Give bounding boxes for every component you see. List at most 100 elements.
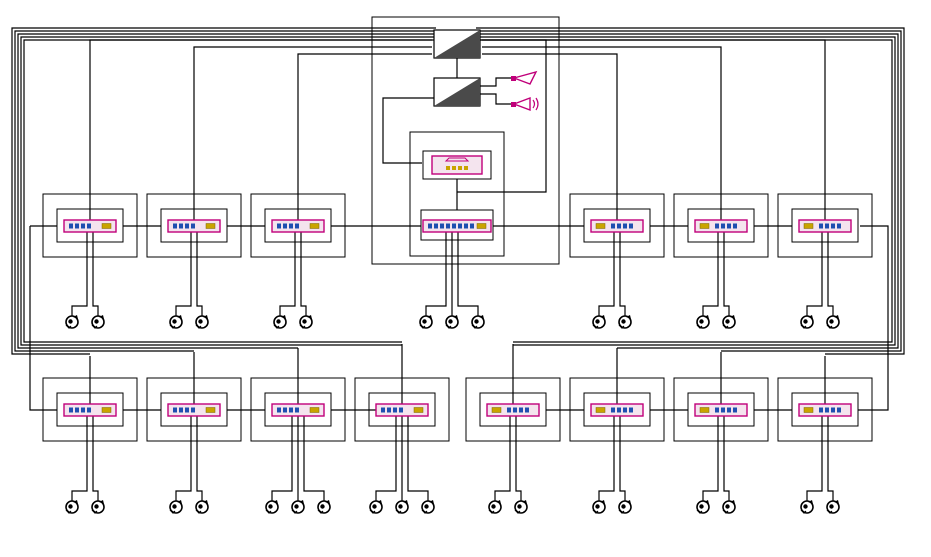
camera-icon — [265, 500, 279, 514]
camera-icon — [826, 315, 840, 329]
port — [399, 407, 403, 413]
port — [440, 223, 444, 229]
enclosure-inner — [583, 392, 651, 427]
enclosure-u1 — [42, 193, 138, 258]
alarm-light-icon — [511, 70, 538, 85]
fiber-uplink-u6 — [482, 46, 722, 220]
port — [283, 407, 287, 413]
uplink-port — [491, 407, 502, 413]
port — [513, 407, 517, 413]
uplink-port — [413, 407, 424, 413]
uplink-port — [699, 407, 710, 413]
port — [277, 223, 281, 229]
enclosure-inner — [264, 208, 332, 243]
lower-camera-drop — [196, 416, 203, 501]
uplink-port — [309, 407, 320, 413]
core-inner-enclosure — [409, 131, 505, 257]
port — [283, 223, 287, 229]
enclosure-inner — [479, 392, 547, 427]
port — [87, 407, 91, 413]
port — [87, 223, 91, 229]
enclosure-inner — [56, 392, 124, 427]
camera-icon — [369, 500, 383, 514]
port — [721, 407, 725, 413]
switch-u3 — [271, 219, 325, 233]
uplink-port — [205, 223, 216, 229]
core-cabinet — [371, 16, 560, 265]
port — [295, 407, 299, 413]
lower-camera-drop — [702, 416, 719, 501]
upper-camera-drop — [196, 232, 203, 316]
port — [458, 166, 462, 170]
port — [819, 407, 823, 413]
enclosure-l1 — [42, 377, 138, 442]
port — [629, 223, 633, 229]
port — [727, 223, 731, 229]
trunk-right — [476, 33, 899, 349]
enclosure-inner — [368, 392, 436, 427]
trunk-right — [476, 36, 896, 346]
enclosure-inner — [160, 208, 228, 243]
port — [446, 223, 450, 229]
enclosure-inner — [687, 208, 755, 243]
port — [629, 407, 633, 413]
media-converter-mid — [433, 77, 481, 107]
enclosure-inner — [264, 392, 332, 427]
upper-camera-drop — [92, 232, 99, 316]
lower-camera-drop — [271, 416, 293, 501]
enclosures — [42, 16, 873, 442]
port — [191, 223, 195, 229]
port — [831, 407, 835, 413]
port — [434, 223, 438, 229]
switch-l3 — [271, 403, 325, 417]
trunk-right — [476, 39, 893, 343]
port — [825, 407, 829, 413]
switch-l2 — [167, 403, 221, 417]
port — [464, 223, 468, 229]
camera-icon — [299, 315, 313, 329]
enclosure-l7 — [673, 377, 769, 442]
camera-icon — [722, 500, 736, 514]
switch-l4 — [375, 403, 429, 417]
lower-camera-drop — [92, 416, 99, 501]
lower-camera-drop — [407, 416, 429, 501]
enclosure-l4 — [354, 377, 450, 442]
fiber-uplink-u2 — [193, 46, 432, 220]
enclosure-l5 — [465, 377, 561, 442]
uplink-port — [595, 407, 606, 413]
uplink-port — [803, 223, 814, 229]
lower-camera-drop — [494, 416, 511, 501]
camera-icon — [592, 315, 606, 329]
camera-icon — [592, 500, 606, 514]
enclosure-u2 — [146, 193, 242, 258]
upper-camera-drop — [175, 232, 192, 316]
cable — [480, 77, 511, 87]
port — [289, 223, 293, 229]
camera-icon — [696, 500, 710, 514]
port — [470, 223, 474, 229]
lower-camera-drop — [598, 416, 615, 501]
lower-camera-drop — [71, 416, 88, 501]
camera-icon — [273, 315, 287, 329]
lower-camera-drop — [619, 416, 626, 501]
upper-camera-drop — [598, 232, 615, 316]
cable — [382, 97, 434, 164]
camera-icon — [169, 500, 183, 514]
uplink-port — [101, 223, 112, 229]
port — [81, 407, 85, 413]
cable — [29, 226, 57, 411]
core-camera-drop — [457, 232, 479, 316]
camera-icon — [514, 500, 528, 514]
upper-camera-drop — [806, 232, 823, 316]
port — [831, 223, 835, 229]
port — [173, 407, 177, 413]
port — [295, 223, 299, 229]
port — [715, 223, 719, 229]
fiber-uplink-u1 — [89, 39, 432, 220]
camera-icon — [618, 315, 632, 329]
port — [185, 407, 189, 413]
camera-icon — [471, 315, 485, 329]
port — [819, 223, 823, 229]
port — [75, 407, 79, 413]
